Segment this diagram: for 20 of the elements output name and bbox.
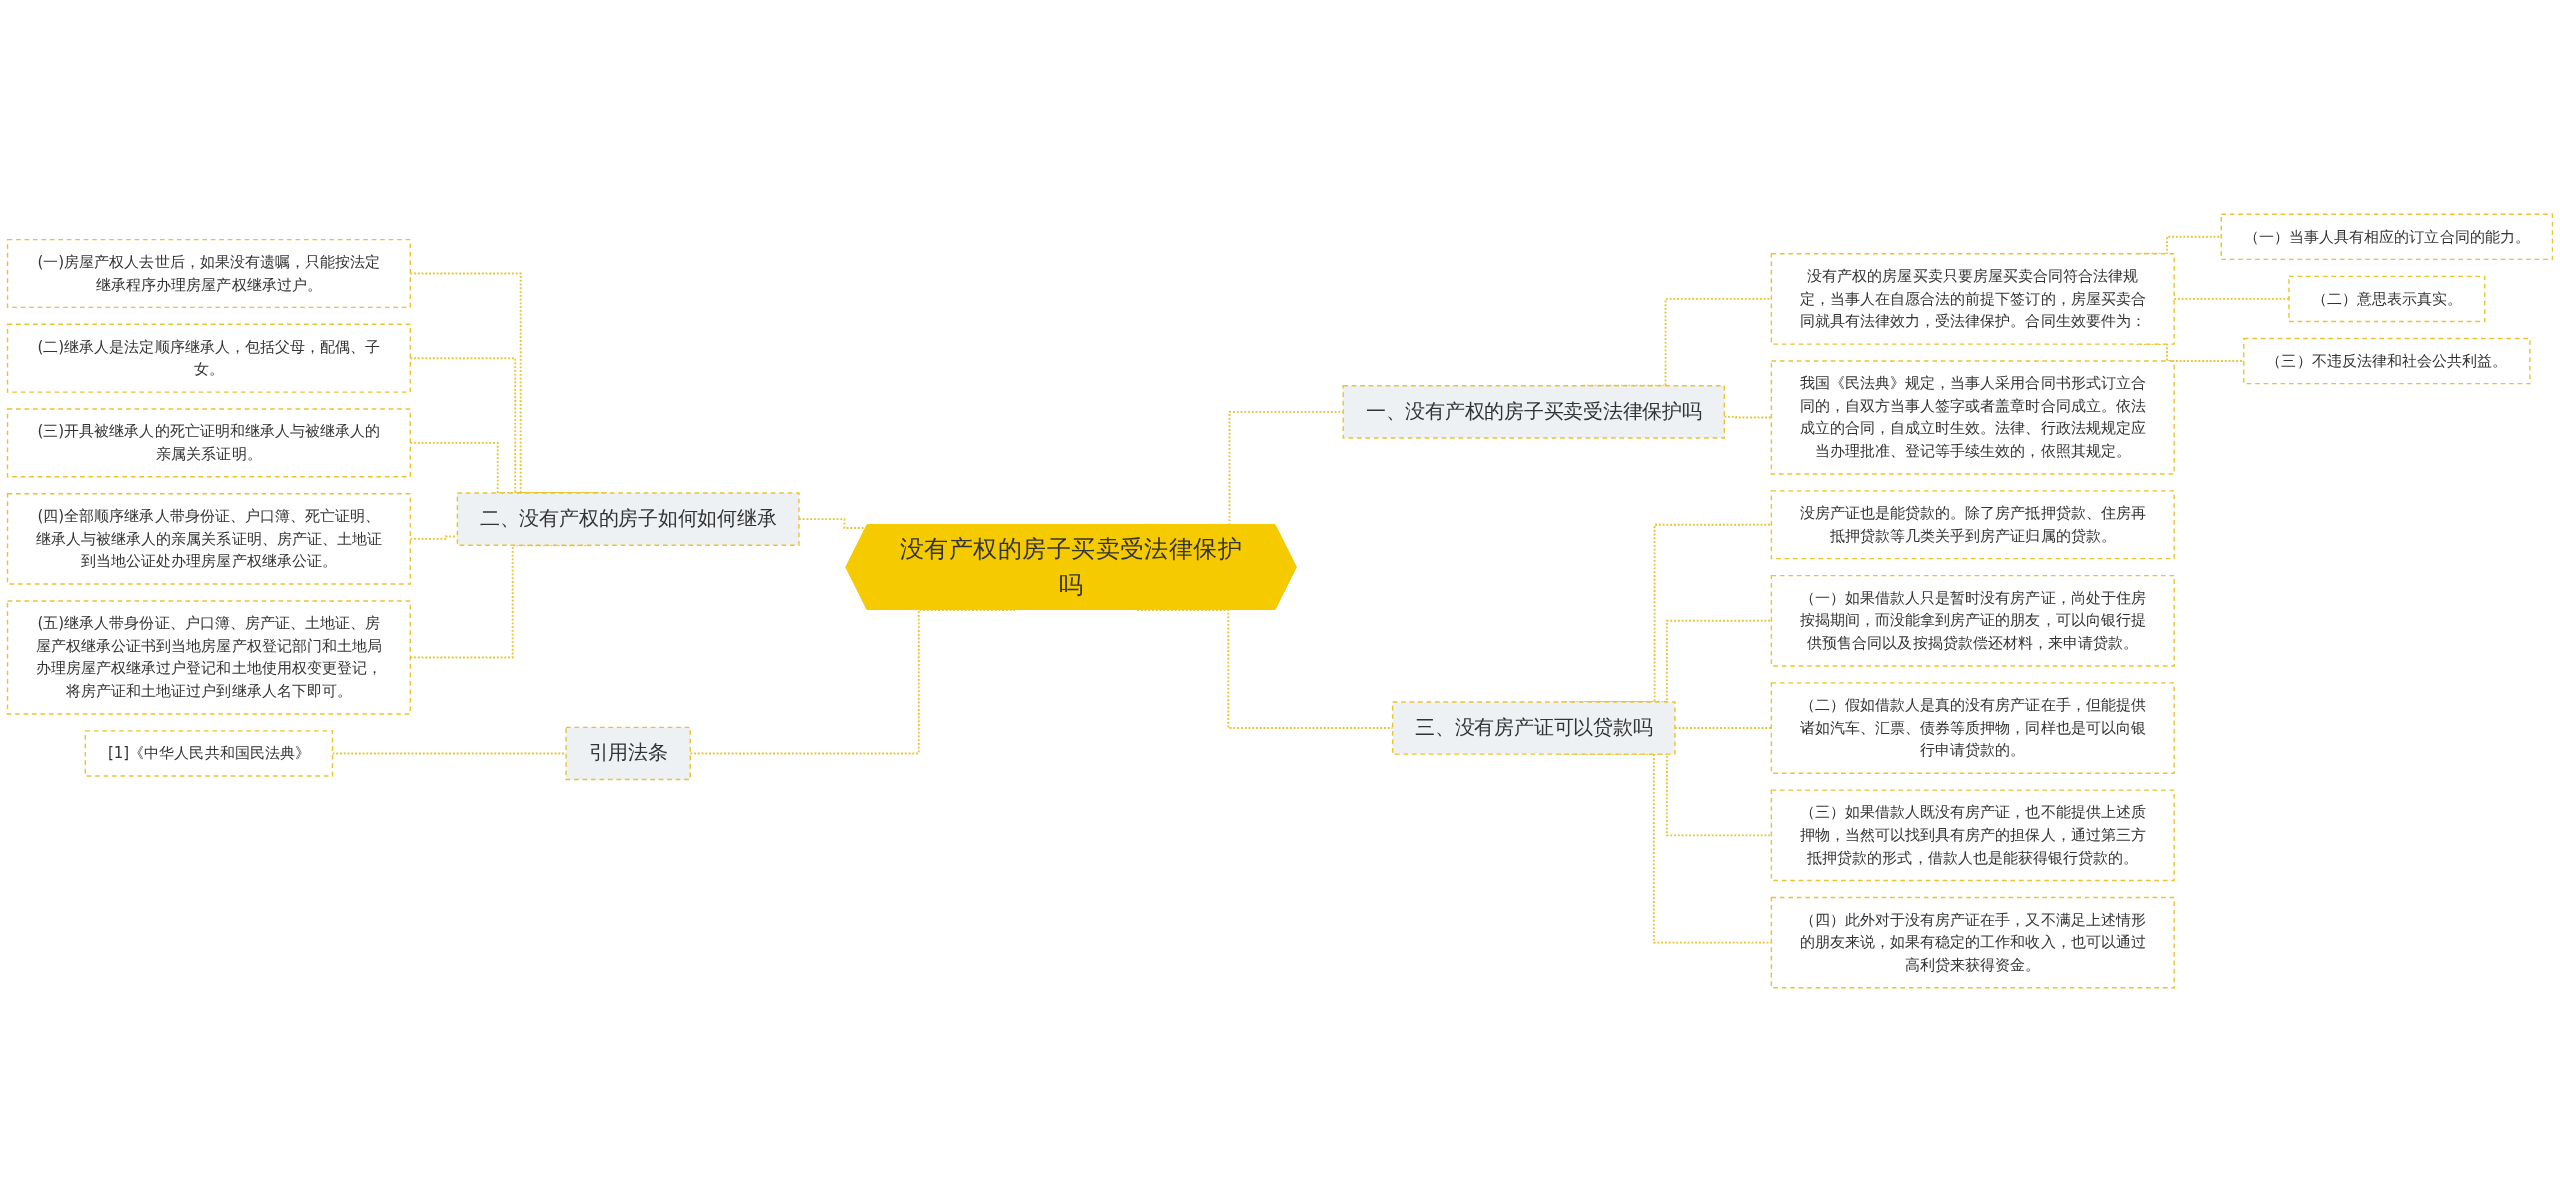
node-box: 引用法条 (565, 726, 691, 781)
node-box: （四）此外对于没有房产证在手，又不满足上述情形的朋友来说，如果有稳定的工作和收入，也可以通过高利贷来获得资金。 (1770, 896, 2175, 989)
node-box: （一）当事人具有相应的订立合同的能力。 (2220, 213, 2554, 261)
node-box: (四)全部顺序继承人带身份证、户口簿、死亡证明、继承人与被继承人的亲属关系证明、房产证、土地证到当地公证处办理房屋产权继承公证。 (6, 493, 411, 585)
node-box: （二）意思表示真实。 (2288, 275, 2486, 323)
node-box: 我国《民法典》规定，当事人采用合同书形式订立合同的，自双方当事人签字或者盖章时合同成立。依法成立的合同，自成立时生效。法律、行政法规规定应当办理批准、登记等手续生效的，依照其规定。 (1770, 360, 2175, 475)
node-box: （一）如果借款人只是暂时没有房产证，尚处于住房按揭期间，而没能拿到房产证的朋友，可以向银行提供预售合同以及按揭贷款偿还材料，来申请贷款。 (1770, 574, 2175, 667)
node-box: (二)继承人是法定顺序继承人，包括父母，配偶、子女。 (6, 323, 411, 393)
node-box: （二）假如借款人是真的没有房产证在手，但能提供诸如汽车、汇票、债券等质押物，同样也是可以向银行申请贷款的。 (1770, 682, 2175, 774)
node-box: 三、没有房产证可以贷款吗 (1391, 701, 1676, 755)
node-box: 没房产证也是能贷款的。除了房产抵押贷款、住房再抵押贷款等几类关乎到房产证归属的贷款。 (1770, 490, 2175, 560)
node-box: (五)继承人带身份证、户口簿、房产证、土地证、房屋产权继承公证书到当地房屋产权登记部门和土地局办理房屋产权继承过户登记和土地使用权变更登记，将房产证和土地证过户到继承人名下即可。 (6, 600, 411, 715)
node-box: 二、没有产权的房子如何如何继承 (456, 492, 800, 546)
node-box: 一、没有产权的房子买卖受法律保护吗 (1342, 385, 1726, 439)
node-box: （三）如果借款人既没有房产证，也不能提供上述质押物，当然可以找到具有房产的担保人，通过第三方抵押贷款的形式，借款人也是能获得银行贷款的。 (1770, 789, 2175, 882)
node-box: (三)开具被继承人的死亡证明和继承人与被继承人的亲属关系证明。 (6, 408, 411, 478)
node-box: （三）不违反法律和社会公共利益。 (2243, 337, 2531, 385)
node-box: [1]《中华人民共和国民法典》 (84, 730, 334, 777)
node-box: (一)房屋产权人去世后，如果没有遗嘱，只能按法定继承程序办理房屋产权继承过户。 (6, 238, 411, 309)
node-box: 没有产权的房屋买卖只要房屋买卖合同符合法律规定，当事人在自愿合法的前提下签订的，房屋买卖合同就具有法律效力，受法律保护。合同生效要件为： (1770, 253, 2175, 345)
